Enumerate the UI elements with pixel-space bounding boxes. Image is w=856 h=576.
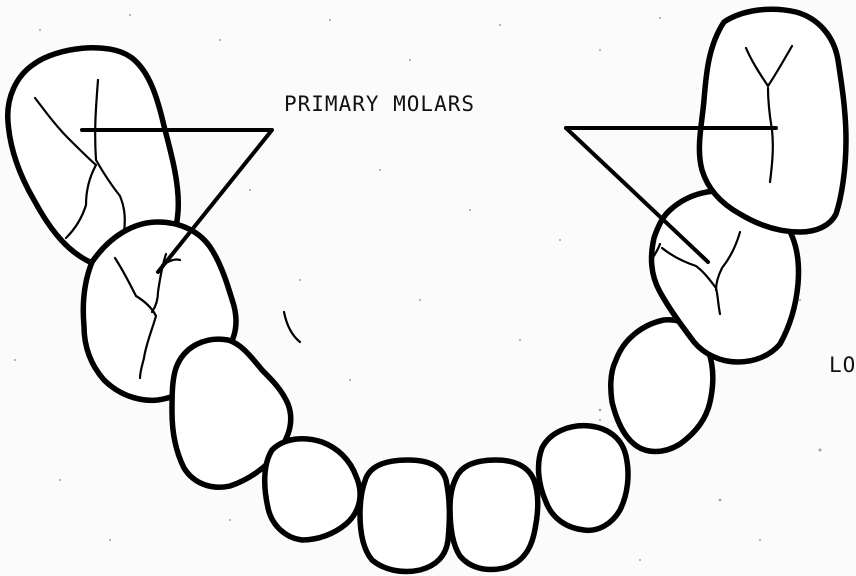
stray-mark <box>284 312 300 342</box>
left-lateral-incisor <box>265 439 360 540</box>
right-lateral-incisor <box>539 426 628 531</box>
right-second-primary-molar <box>699 9 846 232</box>
side-cutoff-label: LO <box>829 353 856 377</box>
primary-molars-label: PRIMARY MOLARS <box>284 92 475 116</box>
right-central-incisor <box>450 460 538 570</box>
left-central-incisor <box>360 460 449 572</box>
